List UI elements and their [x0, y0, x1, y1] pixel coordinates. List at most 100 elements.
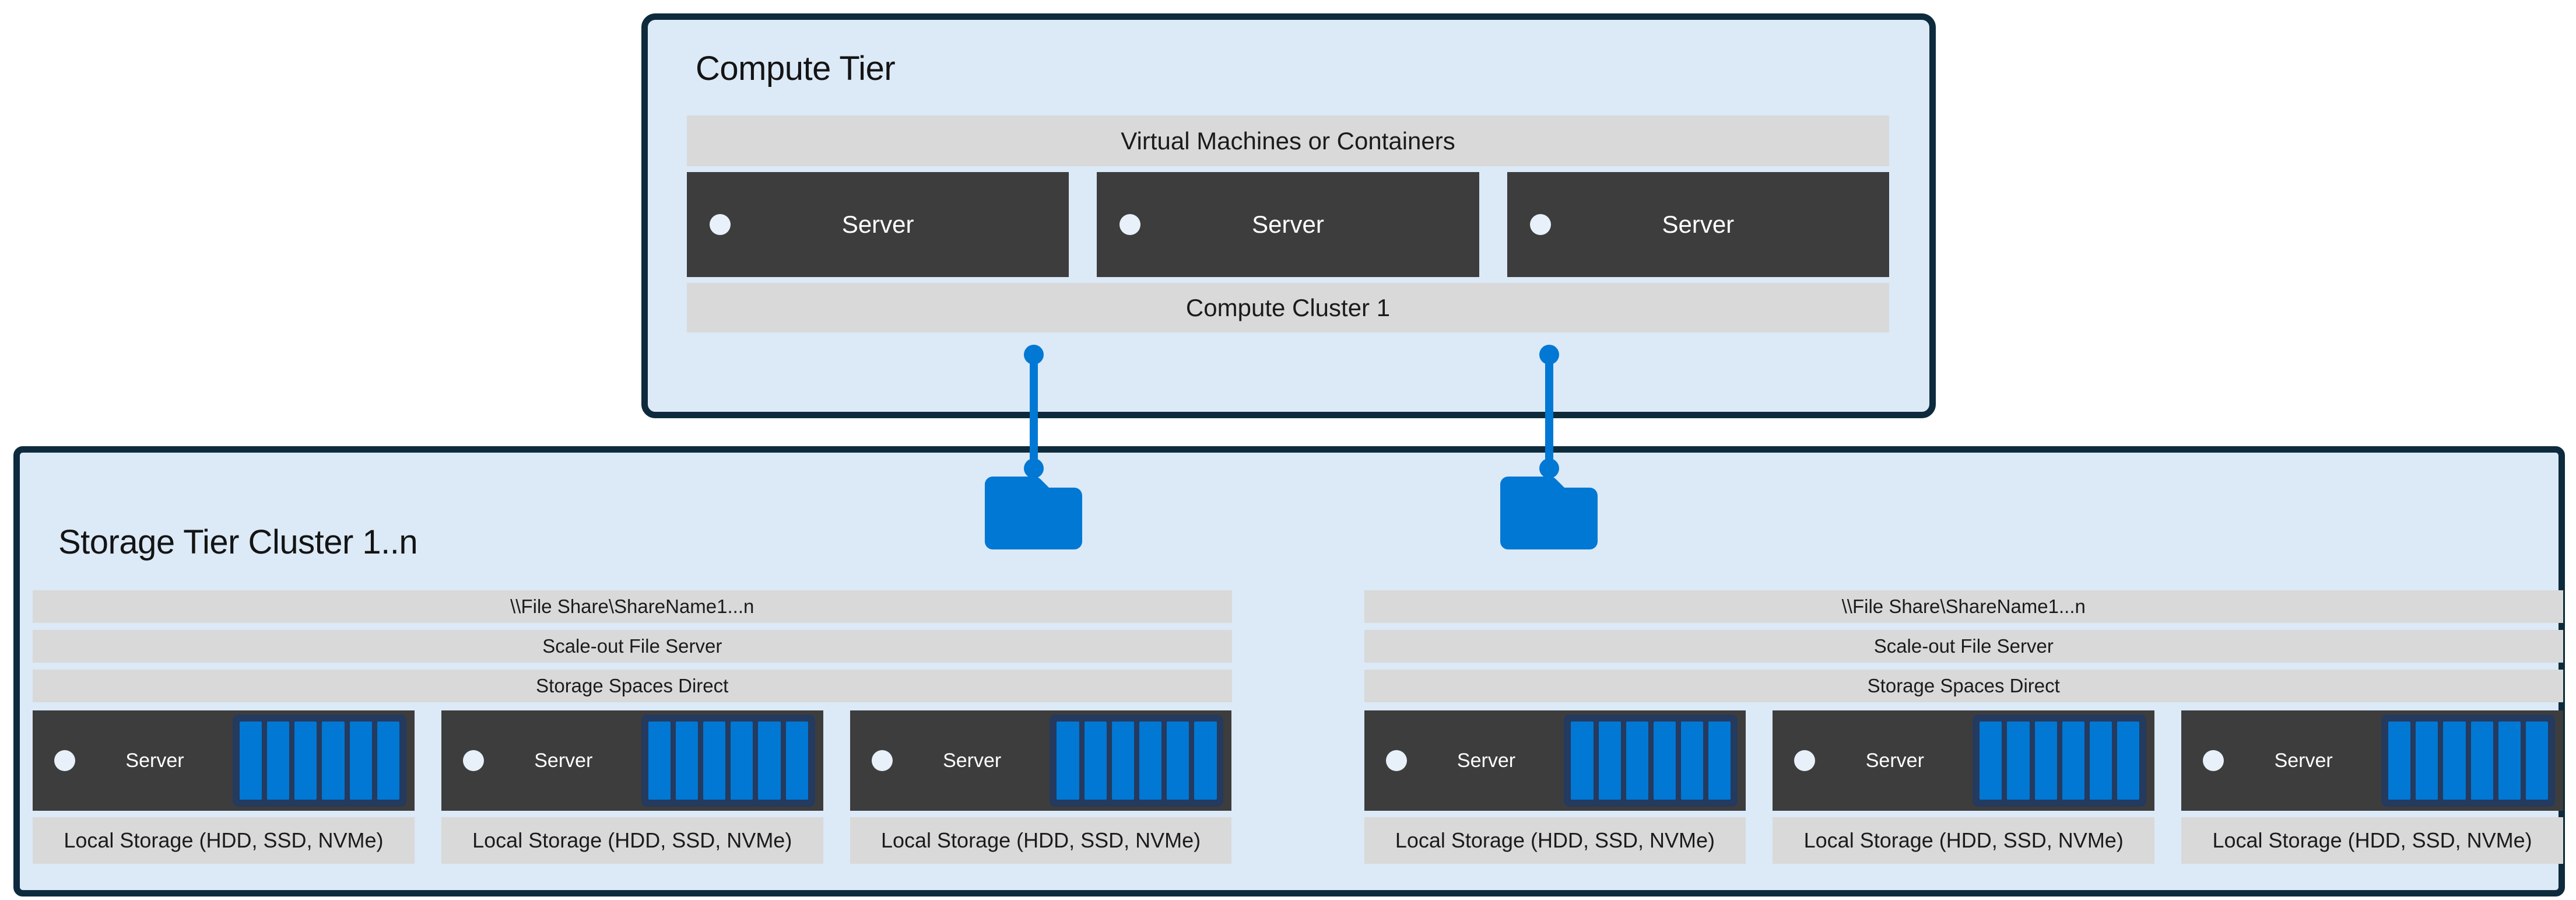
disk-icon: [2089, 722, 2112, 800]
status-dot-icon: [710, 214, 731, 235]
connector-left: [985, 345, 1082, 555]
disk-icon: [2007, 722, 2030, 800]
disk-icon: [322, 722, 345, 800]
server-label: Server: [125, 749, 184, 772]
vm-containers-bar: Virtual Machines or Containers: [687, 115, 1889, 166]
connector-right: [1500, 345, 1598, 555]
server-label: Server: [2274, 749, 2333, 772]
status-dot-icon: [462, 750, 484, 771]
disk-array-icon: [232, 715, 406, 807]
disk-icon: [294, 722, 317, 800]
disk-icon: [758, 722, 781, 800]
disk-icon: [267, 722, 290, 800]
server-label: Server: [1662, 211, 1735, 238]
local-storage-bar: Local Storage (HDD, SSD, NVMe): [2181, 817, 2563, 864]
disk-icon: [785, 722, 808, 800]
disk-icon: [2416, 722, 2438, 800]
disk-icon: [1653, 722, 1676, 800]
storage-server-1: Server: [33, 710, 415, 811]
disk-icon: [675, 722, 698, 800]
storage-spaces-direct-bar: Storage Spaces Direct: [1364, 670, 2563, 702]
status-dot-icon: [1794, 750, 1816, 771]
connector-endpoint-dot: [1539, 345, 1559, 365]
compute-cluster-bar: Compute Cluster 1: [687, 283, 1889, 332]
local-storage-bar: Local Storage (HDD, SSD, NVMe): [441, 817, 823, 864]
storage-server-row: Server Server Server: [33, 710, 1232, 811]
disk-array-icon: [1564, 715, 1738, 807]
folder-icon: [1500, 477, 1598, 549]
disk-icon: [2525, 722, 2549, 800]
vm-containers-label: Virtual Machines or Containers: [1121, 127, 1455, 155]
disk-icon: [1571, 722, 1594, 800]
disk-icon: [1980, 722, 2002, 800]
compute-tier-content: Virtual Machines or Containers Server Se…: [687, 20, 1889, 412]
storage-server-2: Server: [1773, 710, 2155, 811]
connector-line: [1545, 355, 1553, 468]
server-label: Server: [1457, 749, 1516, 772]
storage-server-1: Server: [1364, 710, 1746, 811]
scale-out-file-server-bar: Scale-out File Server: [33, 630, 1232, 663]
compute-tier-title: Compute Tier: [696, 50, 896, 87]
disk-icon: [2117, 722, 2140, 800]
compute-cluster-label: Compute Cluster 1: [1185, 293, 1391, 321]
disk-icon: [2498, 722, 2521, 800]
storage-server-3: Server: [850, 710, 1232, 811]
disk-icon: [349, 722, 372, 800]
compute-server-1: Server: [687, 172, 1069, 277]
compute-tier-box: Compute Tier Virtual Machines or Contain…: [641, 13, 1936, 418]
scale-out-file-server-bar: Scale-out File Server: [1364, 630, 2563, 663]
disk-icon: [2034, 722, 2057, 800]
local-storage-bar: Local Storage (HDD, SSD, NVMe): [1364, 817, 1746, 864]
disk-icon: [1167, 722, 1189, 800]
disk-icon: [1139, 722, 1162, 800]
status-dot-icon: [1119, 214, 1141, 235]
storage-tier-box: Storage Tier Cluster 1..n \\File Share\S…: [13, 446, 2565, 897]
local-storage-bar: Local Storage (HDD, SSD, NVMe): [33, 817, 415, 864]
disk-icon: [1111, 722, 1134, 800]
local-storage-row: Local Storage (HDD, SSD, NVMe) Local Sto…: [1364, 817, 2564, 864]
server-label: Server: [943, 749, 1002, 772]
disk-icon: [731, 722, 753, 800]
status-dot-icon: [1529, 214, 1551, 235]
server-label: Server: [841, 211, 914, 238]
disk-array-icon: [1973, 715, 2147, 807]
connector-endpoint-dot: [1539, 458, 1559, 478]
disk-icon: [1084, 722, 1107, 800]
disk-icon: [2443, 722, 2466, 800]
storage-spaces-direct-bar: Storage Spaces Direct: [33, 670, 1232, 702]
status-dot-icon: [2203, 750, 2224, 771]
compute-server-3: Server: [1507, 172, 1889, 277]
disk-icon: [2062, 722, 2084, 800]
status-dot-icon: [54, 750, 75, 771]
disk-icon: [1598, 722, 1621, 800]
disk-array-icon: [2381, 715, 2555, 807]
disk-icon: [377, 722, 399, 800]
disk-icon: [648, 722, 671, 800]
status-dot-icon: [871, 750, 893, 771]
storage-server-2: Server: [441, 710, 823, 811]
folder-icon: [985, 477, 1082, 549]
disk-icon: [1057, 722, 1079, 800]
storage-server-row: Server Server Server: [1364, 710, 2564, 811]
disk-array-icon: [641, 715, 815, 807]
disk-icon: [1708, 722, 1731, 800]
server-label: Server: [534, 749, 593, 772]
connector-line: [1030, 355, 1038, 468]
disk-icon: [1194, 722, 1217, 800]
storage-server-3: Server: [2181, 710, 2563, 811]
disk-icon: [1681, 722, 1704, 800]
disk-array-icon: [1050, 715, 1224, 807]
storage-tier-title: Storage Tier Cluster 1..n: [58, 523, 418, 561]
local-storage-bar: Local Storage (HDD, SSD, NVMe): [850, 817, 1232, 864]
local-storage-row: Local Storage (HDD, SSD, NVMe) Local Sto…: [33, 817, 1232, 864]
storage-cluster-1: \\File Share\ShareName1...n Scale-out Fi…: [33, 590, 1232, 864]
storage-clusters: \\File Share\ShareName1...n Scale-out Fi…: [33, 590, 2563, 864]
connector-endpoint-dot: [1024, 458, 1044, 478]
status-dot-icon: [1385, 750, 1407, 771]
local-storage-bar: Local Storage (HDD, SSD, NVMe): [1773, 817, 2155, 864]
disk-icon: [239, 722, 262, 800]
storage-cluster-2: \\File Share\ShareName1...n Scale-out Fi…: [1364, 590, 2564, 864]
disk-icon: [2388, 722, 2411, 800]
compute-server-row: Server Server Server: [687, 172, 1889, 277]
